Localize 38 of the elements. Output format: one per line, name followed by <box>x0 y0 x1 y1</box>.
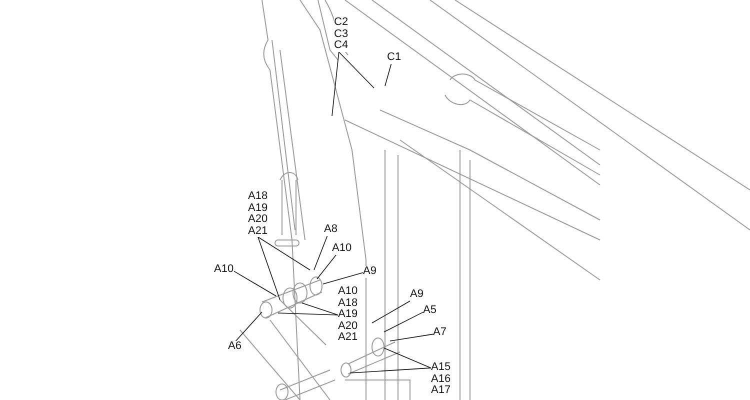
callout-number: A10 <box>338 286 358 298</box>
leader-line <box>390 334 434 342</box>
callout-number: A18 <box>248 191 268 202</box>
leader-line <box>235 312 262 342</box>
leader-line <box>350 368 432 374</box>
callout-number: A9 <box>363 266 376 278</box>
leader-line <box>372 300 410 324</box>
callout-number: A6 <box>228 341 242 352</box>
callout-number: A5 <box>423 305 436 316</box>
callout-number: A21 <box>248 226 268 237</box>
callout-number: A19 <box>248 202 268 214</box>
leader-line <box>384 348 432 368</box>
callout-number: C2 <box>334 17 348 28</box>
leader-line <box>258 236 310 270</box>
callout-number: C1 <box>387 52 402 64</box>
leader-line <box>234 270 276 296</box>
callout-number: C3 <box>334 28 348 40</box>
leader-line <box>332 52 340 116</box>
leader-line <box>278 312 338 316</box>
callout-number: A9 <box>410 289 424 300</box>
leader-line <box>316 254 336 280</box>
leader-line <box>384 312 424 332</box>
callout-number: A20 <box>248 214 268 226</box>
leader-line <box>384 64 392 86</box>
callout-number: A15 <box>431 362 451 374</box>
leader-line <box>338 52 374 88</box>
callout-number: A20 <box>338 320 358 332</box>
leader-line <box>314 236 328 270</box>
callout-number: A8 <box>324 224 338 236</box>
leader-line <box>258 236 280 300</box>
callout-number: A16 <box>431 374 451 385</box>
callout-number: A10 <box>214 264 234 276</box>
callout-number: A18 <box>338 298 358 309</box>
callout-number: A10 <box>332 243 352 254</box>
leader-line <box>322 272 364 284</box>
callout-number: C4 <box>334 40 348 52</box>
leader-line <box>302 302 338 316</box>
callout-number: A19 <box>338 309 358 320</box>
